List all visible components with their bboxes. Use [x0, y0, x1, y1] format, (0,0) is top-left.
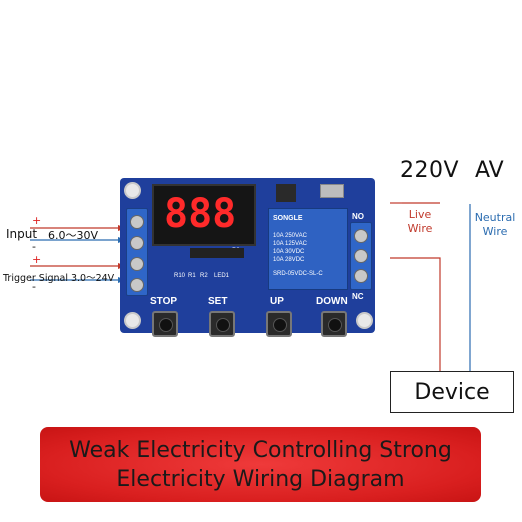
- voltage-label: 220V: [400, 158, 459, 183]
- display-digits: 888: [164, 194, 236, 234]
- input-plus-sign: +: [32, 214, 41, 227]
- terminal-screw[interactable]: [130, 257, 144, 271]
- ac-label: AV: [475, 158, 504, 183]
- trigger-label: Trigger Signal 3.0～24V: [3, 270, 114, 284]
- no-terminal-label: NO: [352, 212, 364, 221]
- input-label: Input: [6, 227, 37, 241]
- up-label: UP: [270, 296, 284, 307]
- relay-terminal-block: [350, 222, 372, 290]
- ic-chip: [190, 248, 244, 258]
- terminal-screw[interactable]: [354, 249, 368, 263]
- live-wire-label: Live Wire: [400, 208, 440, 236]
- input-terminal-block: [126, 208, 148, 296]
- mount-hole-br: [356, 312, 373, 329]
- relay-timer-board: 888 SONGLE 10A 250VAC 10A 125VAC 10A 30V…: [120, 178, 375, 333]
- live-wire-device: [390, 258, 440, 371]
- mount-hole-tl: [124, 182, 141, 199]
- set-button[interactable]: [209, 311, 235, 337]
- down-button[interactable]: [321, 311, 347, 337]
- relay: SONGLE 10A 250VAC 10A 125VAC 10A 30VDC 1…: [268, 208, 348, 290]
- usb-port: [320, 184, 344, 198]
- regulator-chip: [276, 184, 296, 202]
- neutral-wire-label: Neutral Wire: [470, 211, 520, 239]
- led-display: 888: [152, 184, 256, 246]
- terminal-screw[interactable]: [354, 229, 368, 243]
- stop-label: STOP: [150, 296, 177, 307]
- set-label: SET: [208, 296, 227, 307]
- terminal-screw[interactable]: [354, 269, 368, 283]
- banner-line-2: Electricity Wiring Diagram: [40, 465, 481, 494]
- trigger-plus-sign: +: [32, 253, 41, 266]
- title-banner: Weak Electricity Controlling Strong Elec…: [40, 427, 481, 502]
- input-range: 6.0～30V: [48, 227, 98, 243]
- nc-terminal-label: NC: [352, 292, 364, 301]
- input-minus-sign: -: [32, 240, 36, 253]
- relay-model: SRD-05VDC-SL-C: [273, 271, 323, 277]
- device-box: Device: [390, 371, 514, 413]
- up-button[interactable]: [266, 311, 292, 337]
- terminal-screw[interactable]: [130, 236, 144, 250]
- stop-button[interactable]: [152, 311, 178, 337]
- terminal-screw[interactable]: [130, 215, 144, 229]
- banner-line-1: Weak Electricity Controlling Strong: [40, 436, 481, 465]
- mount-hole-bl: [124, 312, 141, 329]
- terminal-screw[interactable]: [130, 278, 144, 292]
- relay-brand: SONGLE: [273, 215, 303, 222]
- down-label: DOWN: [316, 296, 348, 307]
